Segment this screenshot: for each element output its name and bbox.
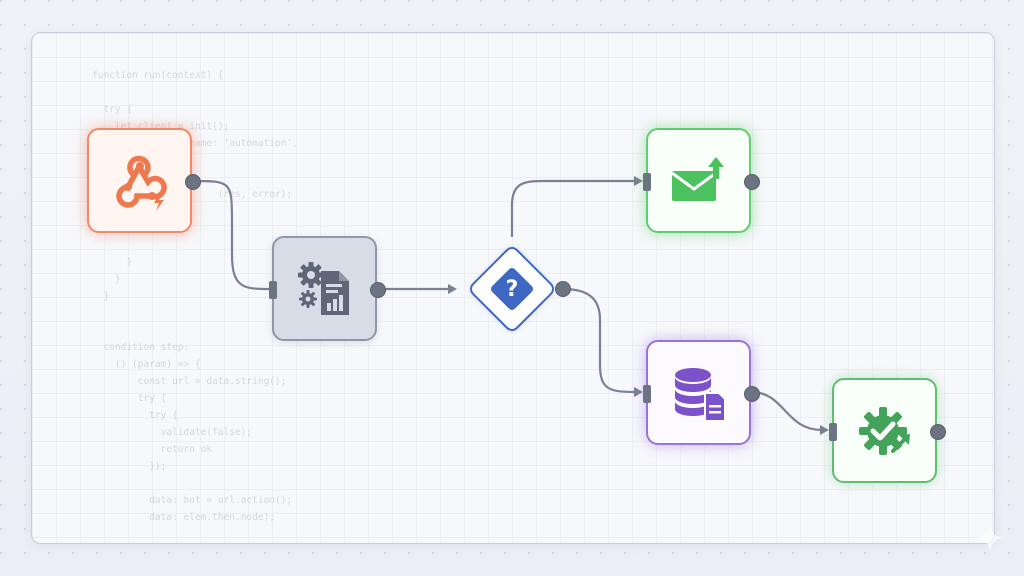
sparkle-icon bbox=[976, 524, 1004, 552]
email-output-port[interactable] bbox=[744, 174, 760, 190]
process-data-node[interactable] bbox=[269, 236, 386, 341]
decision-node[interactable]: ? bbox=[459, 236, 571, 342]
database-node[interactable] bbox=[643, 340, 760, 445]
send-email-node[interactable] bbox=[643, 128, 760, 233]
webhook-icon bbox=[108, 149, 172, 213]
complete-node[interactable] bbox=[829, 378, 946, 483]
process-input-port[interactable] bbox=[269, 281, 277, 299]
decision-output-port[interactable] bbox=[555, 281, 571, 297]
process-output-port[interactable] bbox=[370, 282, 386, 298]
complete-input-port[interactable] bbox=[829, 423, 837, 441]
question-mark-icon: ? bbox=[505, 276, 519, 302]
send-email-icon bbox=[668, 155, 730, 207]
webhook-output-port[interactable] bbox=[185, 174, 201, 190]
webhook-trigger-node[interactable] bbox=[87, 128, 201, 233]
gear-check-icon bbox=[855, 401, 915, 461]
email-input-port[interactable] bbox=[643, 173, 651, 191]
complete-output-port[interactable] bbox=[930, 424, 946, 440]
database-file-icon bbox=[669, 363, 729, 423]
database-output-port[interactable] bbox=[744, 386, 760, 402]
database-input-port[interactable] bbox=[643, 385, 651, 403]
decision-diamond bbox=[470, 247, 554, 331]
gears-report-icon bbox=[295, 259, 355, 319]
